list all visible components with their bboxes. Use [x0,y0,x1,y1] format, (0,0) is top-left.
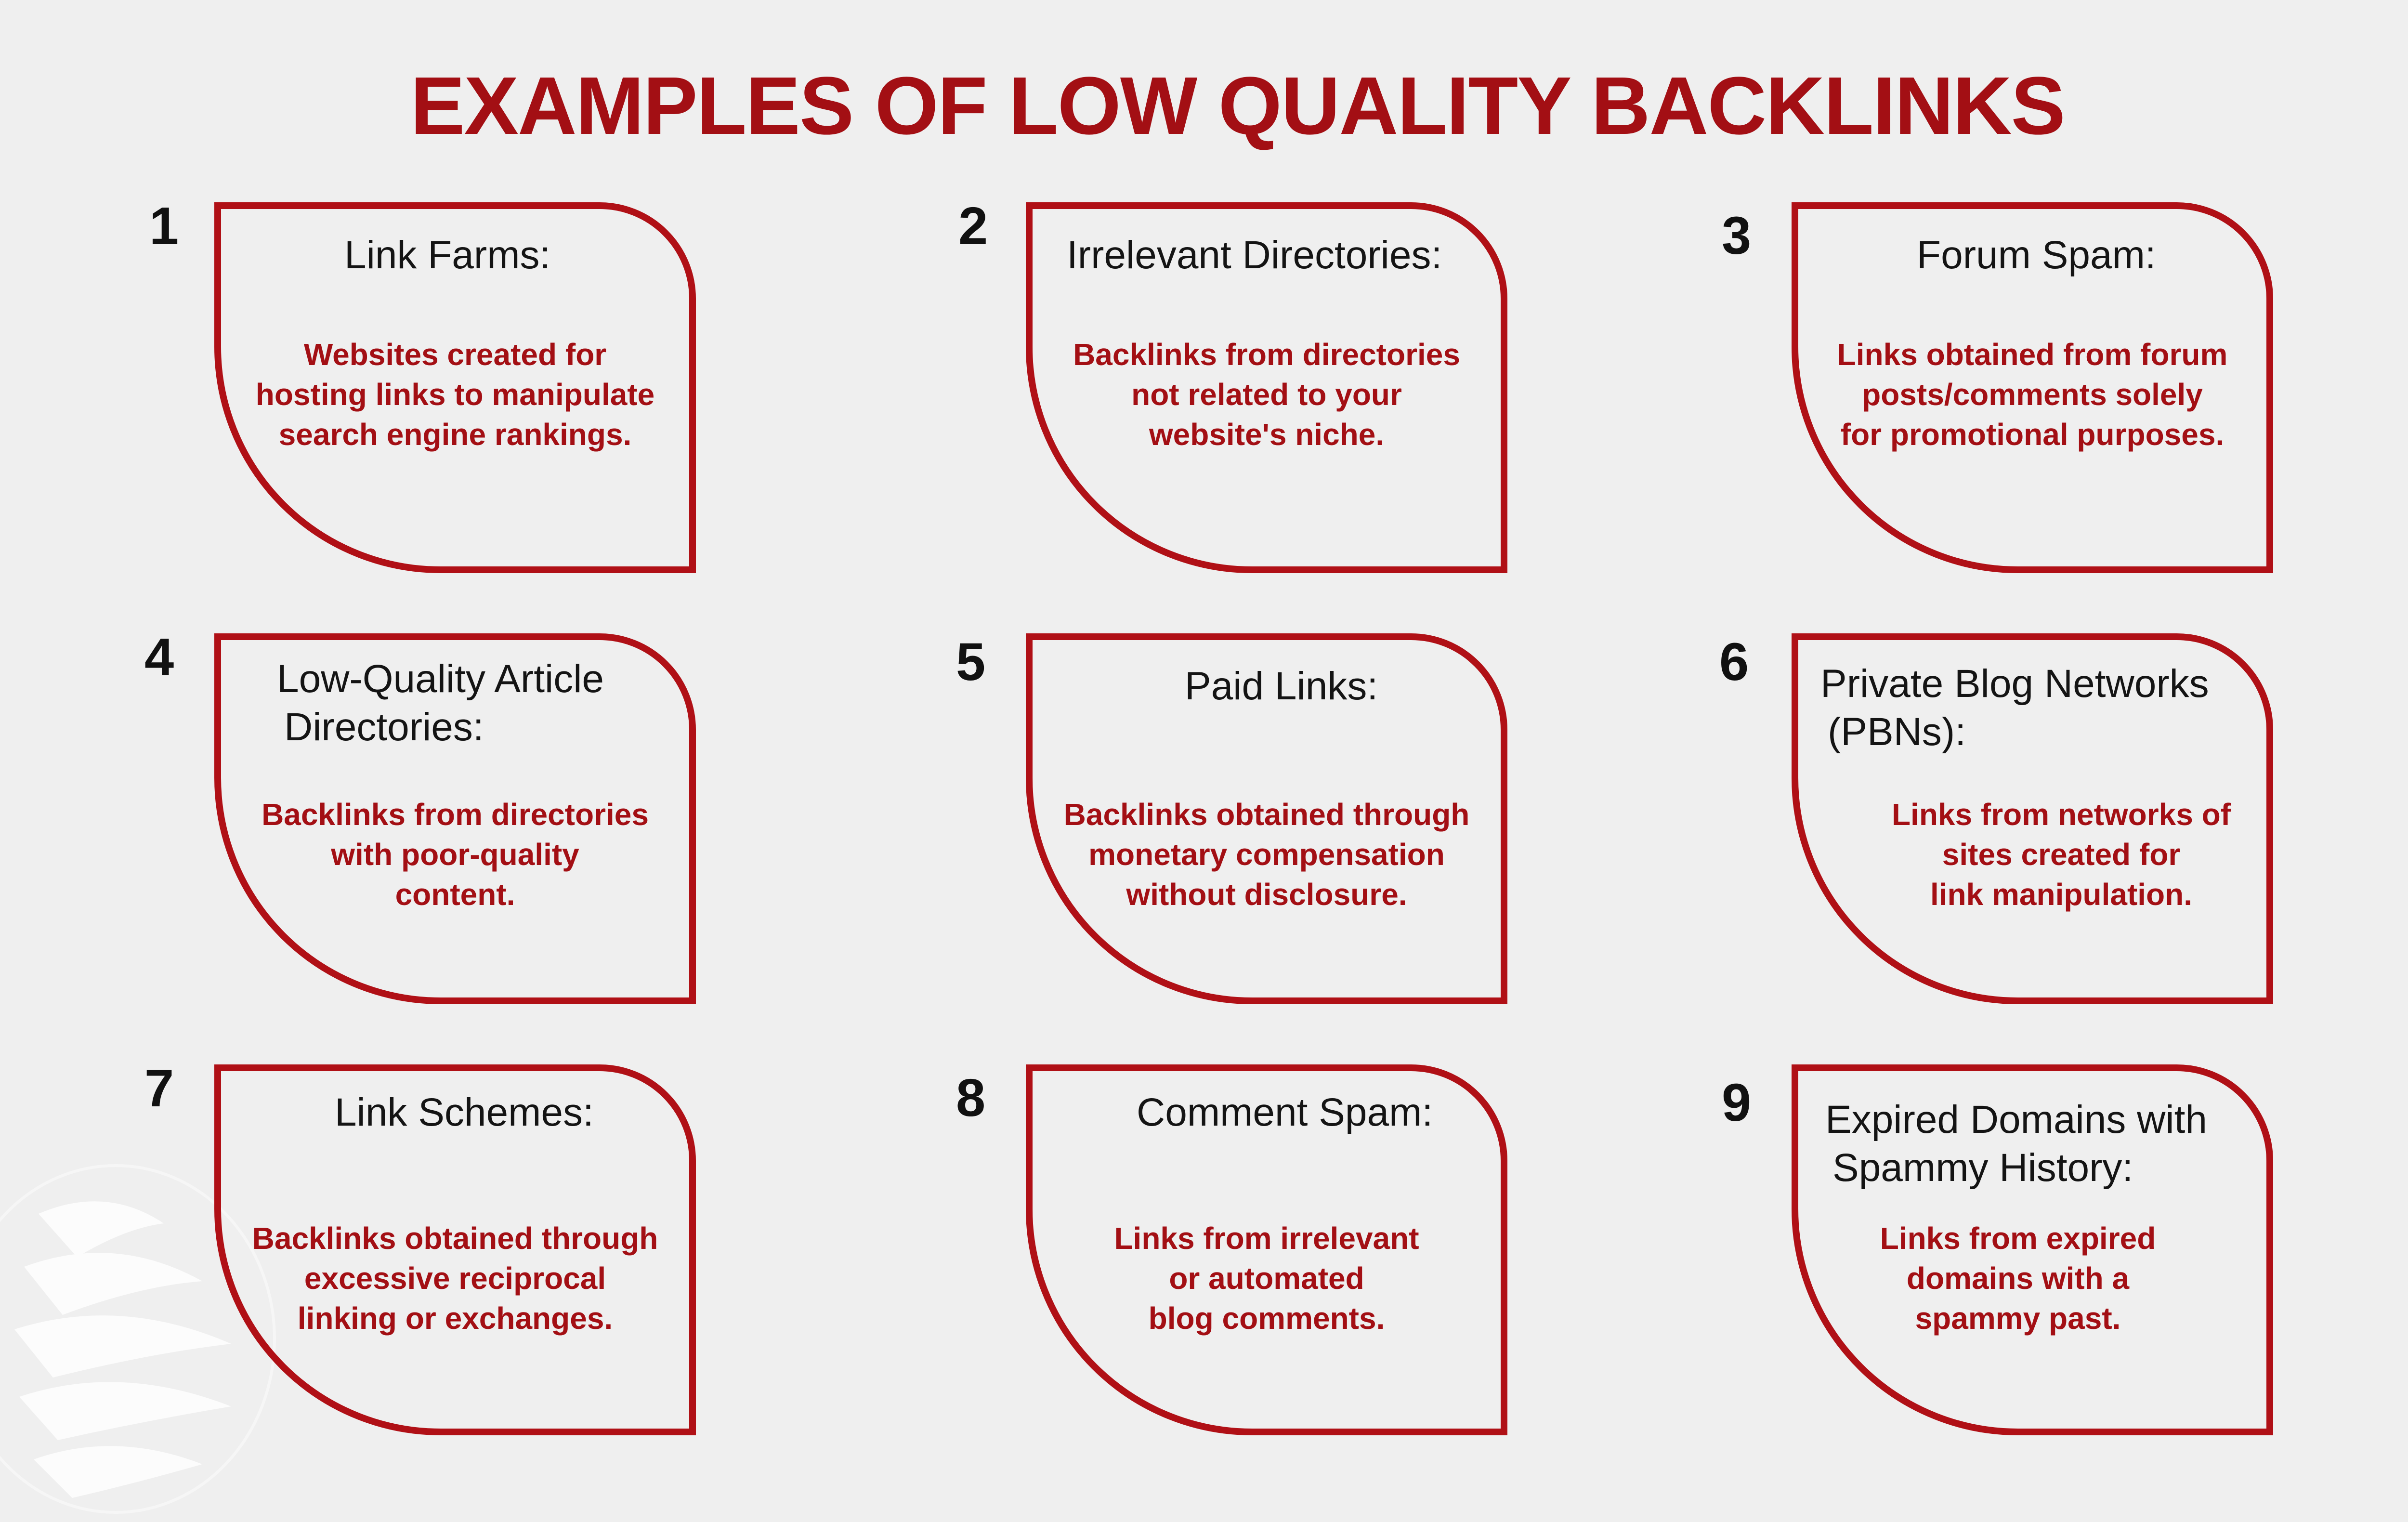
card-title-line: Forum Spam: [1917,233,2156,277]
card-comment-spam: 8 Comment Spam: Links from irrelevant or… [956,1064,1507,1435]
card-description-line: Links from networks of [1891,797,2231,832]
card-description-line: linking or exchanges. [297,1301,613,1336]
card-title-line: Directories: [284,705,484,749]
card-description: Links from expired domains with a spammy… [1806,1219,2230,1338]
card-title-line: Spammy History: [1832,1146,2133,1190]
card-title-line: Low-Quality Article [277,657,604,701]
card-title: Link Farms: [344,231,550,279]
card-description-line: link manipulation. [1930,877,2193,912]
card-title: Irrelevant Directories: [1067,231,1442,279]
card-description-line: Backlinks from directories [262,797,649,832]
card-description-line: blog comments. [1148,1301,1385,1336]
card-description-line: Links from irrelevant [1114,1221,1419,1256]
card-title-line: (PBNs): [1828,710,1966,754]
card-description-line: Backlinks from directories [1073,337,1460,372]
card-expired-domains: 9 Expired Domains with Spammy History: L… [1722,1064,2273,1435]
card-title: Expired Domains with Spammy History: [1825,1096,2207,1192]
card-title: Link Schemes: [335,1089,594,1137]
card-number: 8 [956,1068,986,1128]
card-description-line: with poor-quality [331,837,579,872]
card-title: Comment Spam: [1137,1089,1433,1137]
card-description-line: domains with a [1906,1261,2130,1296]
card-description-line: Links obtained from forum [1837,337,2228,372]
card-description-line: or automated [1169,1261,1364,1296]
card-title-line: Expired Domains with [1825,1098,2207,1142]
card-link-schemes: 7 Link Schemes: Backlinks obtained throu… [144,1060,696,1435]
card-description-line: spammy past. [1915,1301,2121,1336]
card-description-line: Links from expired [1880,1221,2156,1256]
card-description: Links from irrelevant or automated blog … [1055,1219,1479,1338]
page-title: EXAMPLES OF LOW QUALITY BACKLINKS [410,60,2066,152]
card-number: 9 [1722,1073,1752,1132]
card-title-line: Link Farms: [344,233,551,277]
card-description-line: posts/comments solely [1862,377,2203,412]
card-description: Backlinks obtained through excessive rec… [243,1219,667,1338]
card-description-line: website's niche. [1149,417,1385,452]
card-number: 1 [149,197,179,256]
card-title-line: Comment Spam: [1137,1090,1433,1134]
card-description-line: not related to your [1131,377,1402,412]
card-forum-spam: 3 Forum Spam: Links obtained from forum … [1722,202,2273,573]
card-title-line: Link Schemes: [335,1090,594,1134]
card-description-line: excessive reciprocal [304,1261,606,1296]
card-description: Links obtained from forum posts/comments… [1820,335,2244,455]
card-title-line: Private Blog Networks [1820,662,2209,706]
card-paid-links: 5 Paid Links: Backlinks obtained through… [956,633,1507,1004]
card-number: 7 [144,1059,174,1118]
card-number: 6 [1719,632,1749,692]
card-description-line: sites created for [1942,837,2181,872]
card-description: Backlinks from directories not related t… [1055,335,1479,455]
card-title-line: Irrelevant Directories: [1067,233,1442,277]
card-number: 3 [1722,206,1752,265]
card-description-line: content. [395,877,515,912]
card-description-line: Backlinks obtained through [1063,797,1470,832]
globe-watermark-icon [0,1164,276,1514]
card-description-line: Backlinks obtained through [252,1221,658,1256]
card-number: 5 [956,632,986,692]
card-title: Forum Spam: [1917,231,2156,279]
card-private-blog-networks: 6 Private Blog Networks (PBNs): Links fr… [1719,633,2273,1004]
card-title: Private Blog Networks (PBNs): [1820,660,2209,756]
card-description: Links from networks of sites created for… [1849,795,2273,915]
card-description: Websites created for hosting links to ma… [243,335,667,455]
card-description: Backlinks from directories with poor-qua… [243,795,667,915]
card-link-farms: 1 Link Farms: Websites created for hosti… [149,197,696,573]
card-description-line: Websites created for [303,337,607,372]
card-number: 2 [958,197,988,256]
card-title: Low-Quality Article Directories: [277,655,604,751]
card-description-line: search engine rankings. [278,417,632,452]
card-irrelevant-directories: 2 Irrelevant Directories: Backlinks from… [958,197,1507,573]
card-number: 4 [144,628,174,687]
card-description: Backlinks obtained through monetary comp… [1055,795,1479,915]
card-description-line: for promotional purposes. [1840,417,2225,452]
card-description-line: hosting links to manipulate [255,377,655,412]
card-description-line: without disclosure. [1126,877,1407,912]
card-description-line: monetary compensation [1088,837,1445,872]
card-title-line: Paid Links: [1185,664,1378,708]
card-title: Paid Links: [1185,662,1378,710]
card-low-quality-article-directories: 4 Low-Quality Article Directories: Backl… [144,629,696,1004]
